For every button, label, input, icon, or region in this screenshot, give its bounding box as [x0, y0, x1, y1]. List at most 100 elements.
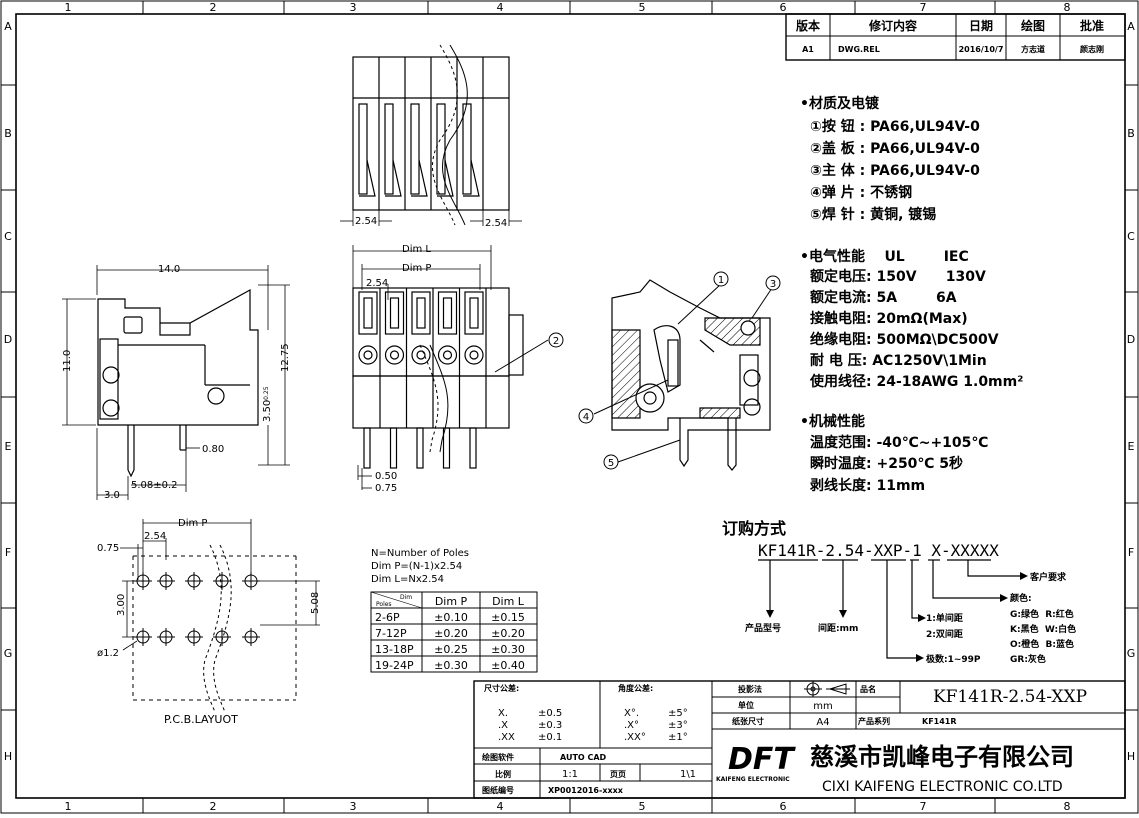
- section-view: [611, 279, 771, 471]
- dim-side-width: 14.0: [158, 264, 180, 275]
- front-button-inner: [469, 297, 479, 329]
- frame-column-label: 5: [639, 800, 646, 813]
- order-color-line: GR:灰色: [1010, 653, 1046, 665]
- page-value: 1\1: [680, 769, 696, 780]
- projection-symbol: [804, 681, 850, 697]
- front-button-slot: [464, 291, 484, 335]
- frame-row-label: G: [4, 647, 13, 660]
- rev-approved: 颜志刚: [1080, 44, 1104, 54]
- electrical-title: •电气性能 UL IEC: [800, 248, 969, 265]
- material-item: ①按 钮 : PA66,UL94V-0: [810, 118, 980, 135]
- tolerance-key: X.: [498, 708, 508, 719]
- front-wire-entry-inner: [442, 350, 453, 360]
- angle-tolerance-value: ±3°: [668, 720, 688, 731]
- software-label: 绘图软件: [482, 752, 514, 762]
- front-pin: [469, 427, 477, 469]
- frame-row-label: C: [4, 230, 12, 243]
- dim-front-050: 0.50: [375, 471, 397, 482]
- software-value: AUTO CAD: [560, 753, 607, 762]
- ordering-section: 订购方式 KF141R-2.54-XXP-1 X-XXXXX 产品型号: [722, 519, 1076, 665]
- frame-column-label: 7: [920, 800, 927, 813]
- poles-table-cell: ±0.40: [491, 659, 525, 672]
- frame-row-label: H: [4, 750, 12, 763]
- front-view: [352, 245, 524, 490]
- mechanical-spec: •机械性能 温度范围: -40℃~+105℃ 瞬时温度: +250℃ 5秒 剥线…: [800, 413, 988, 494]
- electrical-item: 绝缘电阻: 500MΩ\DC500V: [810, 331, 999, 348]
- paper-value: A4: [816, 717, 829, 728]
- frame-row-label: A: [4, 20, 12, 33]
- front-pin: [442, 427, 451, 469]
- dim-top-pitch-left: 2.54: [355, 216, 377, 227]
- tolerance-value: ±0.5: [538, 708, 562, 719]
- material-item: ④弹 片 : 不锈钢: [810, 184, 912, 201]
- electrical-spec: •电气性能 UL IEC 额定电压: 150V 130V 额定电流: 5A 6A…: [800, 248, 1023, 390]
- order-color-title: 颜色:: [1010, 592, 1032, 604]
- front-pin: [416, 427, 424, 469]
- frame-column-label: 4: [497, 800, 504, 813]
- frame-row-label: G: [1127, 647, 1136, 660]
- company-small-name: KAIFENG ELECTRONIC: [716, 776, 790, 783]
- dim-front-diml: Dim L: [402, 244, 431, 255]
- electrical-item: 额定电流: 5A 6A: [810, 289, 957, 306]
- dim-side-height: 11.0: [62, 350, 73, 372]
- front-button-inner: [416, 297, 426, 329]
- side-view: [62, 265, 290, 500]
- poles-table-cell: ±0.20: [491, 627, 525, 640]
- rev-content: DWG.REL: [838, 45, 880, 54]
- top-view-slot-edge: [359, 159, 376, 197]
- mechanical-item: 温度范围: -40℃~+105℃: [810, 434, 988, 451]
- angle-tolerance-key: .X°: [624, 720, 639, 731]
- frame-row-label: C: [1127, 230, 1135, 243]
- balloon-1: 1: [718, 275, 724, 286]
- top-view: [340, 44, 522, 226]
- balloon-4: 4: [583, 412, 589, 423]
- front-wire-entry-inner: [469, 350, 479, 360]
- poles-note: N=Number of Poles: [371, 548, 469, 559]
- rev-date: 2016/10/7: [959, 45, 1004, 54]
- materials-spec: •材质及电镀 ①按 钮 : PA66,UL94V-0 ②盖 板 : PA66,U…: [800, 95, 980, 223]
- name-label: 品名: [860, 684, 876, 694]
- rev-header-version: 版本: [796, 18, 820, 33]
- dim-pcb-075: 0.75: [97, 543, 119, 554]
- dim-side-508: 5.08±0.2: [131, 480, 178, 491]
- unit-label: 单位: [738, 700, 754, 710]
- rev-drawn: 方志道: [1021, 44, 1045, 54]
- poles-note: Dim P=(N-1)x2.54: [371, 561, 462, 572]
- drawing-no: XP0012016-xxxx: [548, 786, 624, 795]
- dim-side-pin-tol: -0.25: [263, 386, 270, 402]
- frame-row-label: F: [1128, 546, 1134, 559]
- tolerance-value: ±0.3: [538, 720, 562, 731]
- dim-side-total: 12.75: [280, 343, 291, 372]
- rev-version: A1: [802, 45, 814, 54]
- rev-header-drawn: 绘图: [1021, 18, 1045, 33]
- frame-column-label: 2: [210, 800, 217, 813]
- projection-label: 投影法: [738, 684, 762, 694]
- order-label-row1: 1:单间距: [926, 612, 963, 624]
- angle-tolerance-value: ±5°: [668, 708, 688, 719]
- poles-table-corner-dim: Dim: [400, 594, 412, 601]
- order-label-pitch: 间距:mm: [818, 622, 858, 634]
- front-button-slot: [437, 291, 458, 335]
- balloon-2: 2: [553, 336, 559, 347]
- poles-table-header: Dim L: [492, 595, 525, 608]
- front-button-inner: [389, 297, 400, 329]
- order-color-line: G:绿色 R:红色: [1010, 608, 1074, 620]
- frame-column-label: 6: [780, 1, 787, 14]
- frame-row-label: D: [4, 333, 12, 346]
- poles-table-cell: 13-18P: [375, 643, 414, 656]
- poles-table-cell: ±0.30: [491, 643, 525, 656]
- poles-table-corner-poles: Poles: [376, 601, 392, 608]
- order-color-line: O:橙色 B:蓝色: [1010, 638, 1074, 650]
- front-wire-entry: [464, 345, 484, 365]
- rev-header-approved: 批准: [1080, 18, 1104, 33]
- frame-column-label: 3: [350, 800, 357, 813]
- front-wire-entry: [384, 345, 405, 365]
- tolerance-key: .XX: [498, 732, 515, 743]
- front-button-slot: [384, 291, 405, 335]
- balloon-callouts: [494, 271, 781, 470]
- frame-column-label: 6: [780, 800, 787, 813]
- company-name-cn: 慈溪市凯峰电子有限公司: [810, 743, 1074, 771]
- front-button-inner: [442, 297, 453, 329]
